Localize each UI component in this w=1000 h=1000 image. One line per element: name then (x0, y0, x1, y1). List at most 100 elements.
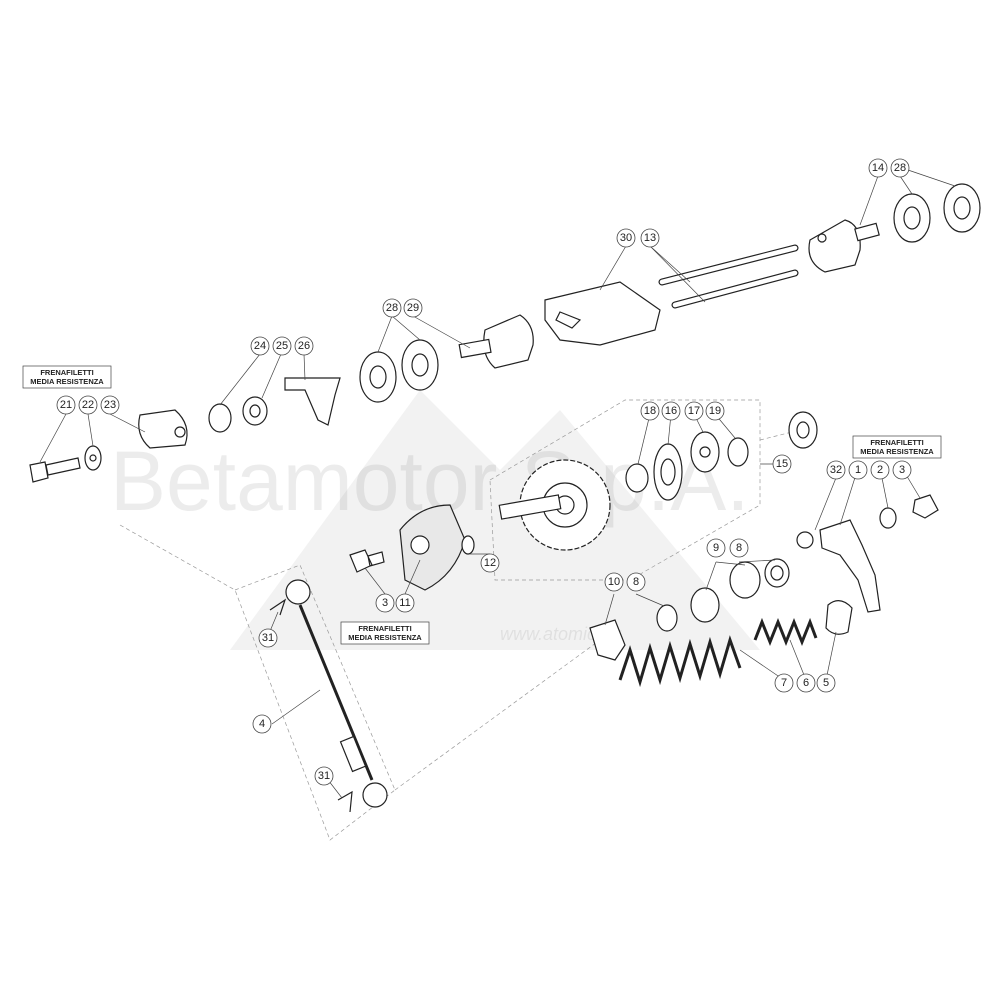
callout-23-label: 23 (104, 399, 116, 411)
spring-6 (753, 617, 818, 647)
callout-6-label: 6 (803, 677, 809, 689)
callout-8-right-circle (729, 538, 749, 558)
callout-2-label: 2 (877, 464, 883, 476)
note-bottom-line1: FRENAFILETTI (358, 624, 411, 633)
plate-23-hole (174, 426, 186, 438)
callout-23: 23 (100, 395, 120, 415)
clip-31-top (269, 598, 287, 616)
leader-lines (39, 169, 956, 799)
lead-5 (825, 631, 837, 681)
lead-22 (87, 413, 94, 447)
callout-6: 6 (796, 673, 816, 693)
washer-17-hole (699, 446, 711, 458)
note-left: FRENAFILETTI MEDIA RESISTENZA (22, 365, 112, 389)
callout-22-circle (78, 395, 98, 415)
callout-1-circle (848, 460, 868, 480)
lead-21 (39, 413, 67, 463)
callout-6-circle (796, 673, 816, 693)
callout-23-circle (100, 395, 120, 415)
callout-4: 4 (252, 714, 272, 734)
callout-15: 15 (772, 454, 792, 474)
callout-13-circle (640, 228, 660, 248)
callout-16-label: 16 (665, 405, 677, 417)
spring-clip-5 (825, 600, 853, 635)
callout-21-label: 21 (60, 399, 72, 411)
callout-28-b: 28 (894, 162, 906, 174)
bolt-21 (29, 457, 81, 483)
callout-3-right-label: 3 (899, 464, 905, 476)
washer-8-right-hole (770, 565, 784, 581)
callout-14-label: 14 (872, 162, 884, 174)
lead-25 (261, 353, 282, 399)
callout-25: 25 (272, 336, 292, 356)
callout-8-right: 8 (729, 538, 749, 558)
rod-end-bottom (362, 782, 388, 808)
washer-2 (879, 507, 897, 529)
rod-end-top (285, 579, 311, 605)
rod-assembly (269, 579, 388, 813)
callout-3-right: 3 (892, 460, 912, 480)
callout-7: 7 (774, 673, 794, 693)
callout-25-circle (272, 336, 292, 356)
callout-15-label: 15 (776, 458, 788, 470)
spring-7 (618, 635, 742, 688)
lead-28-mid (377, 315, 393, 353)
callout-18-label: 18 (644, 405, 656, 417)
callout-14: 14 (868, 158, 888, 178)
shift-lever-slot (555, 311, 582, 329)
circlip-19 (727, 437, 749, 467)
callout-11: 11 (395, 593, 415, 613)
callout-31-bottom: 31 (314, 766, 334, 786)
cam-10 (589, 619, 626, 661)
callout-29-label: 29 (407, 302, 419, 314)
callout-29: 29 (403, 298, 423, 318)
callout-12: 12 (480, 553, 500, 573)
callout-19-label: 19 (709, 405, 721, 417)
callout-13-label: 13 (644, 232, 656, 244)
note-left-box (22, 365, 112, 389)
lead-23 (109, 413, 146, 433)
lead-8-left (635, 593, 665, 607)
lead-6 (789, 639, 807, 681)
callout-3-left-label: 3 (382, 597, 388, 609)
lead-29 (412, 315, 471, 349)
note-right-box (852, 435, 942, 459)
screw-3-right (912, 494, 939, 519)
callout-28-a: 28 (890, 158, 910, 178)
callout-28-mid: 28 (382, 298, 402, 318)
circlip-24 (208, 403, 232, 433)
callout-3-right-circle (892, 460, 912, 480)
callout-8-right-label: 8 (736, 542, 742, 554)
lead-10 (604, 593, 615, 626)
bushing-9-right (729, 561, 761, 599)
callout-32-circle (826, 460, 846, 480)
callout-4-label: 4 (259, 718, 265, 730)
note-right-line1: FRENAFILETTI (870, 438, 923, 447)
callout-5-circle (816, 673, 836, 693)
note-bottom-box (340, 621, 430, 645)
callout-3-left-circle (375, 593, 395, 613)
bushing-25-inner (249, 404, 261, 418)
callout-2-circle (870, 460, 890, 480)
callouts: 14 28 28 30 13 28 29 24 25 26 21 22 23 1… (56, 158, 912, 786)
kick-shaft (498, 494, 562, 520)
callout-7-label: 7 (781, 677, 787, 689)
lead-11 (404, 559, 421, 595)
ratchet-lever-1 (819, 519, 881, 613)
washer-8-left (656, 604, 678, 632)
callout-15-circle (772, 454, 792, 474)
bearing-28-mid-inner (369, 365, 387, 389)
callout-7-circle (774, 673, 794, 693)
callout-8-left-label: 8 (633, 576, 639, 588)
lead-7 (739, 649, 785, 681)
shaft-end-stub (854, 222, 880, 242)
callout-25-label: 25 (276, 340, 288, 352)
plate-26 (284, 377, 341, 426)
note-bottom: FRENAFILETTI MEDIA RESISTENZA (340, 621, 430, 645)
callout-28-mid-label: 28 (386, 302, 398, 314)
callout-17-label: 17 (688, 405, 700, 417)
callout-32-label: 32 (830, 464, 842, 476)
callout-24: 24 (250, 336, 270, 356)
callout-26-label: 26 (298, 340, 310, 352)
